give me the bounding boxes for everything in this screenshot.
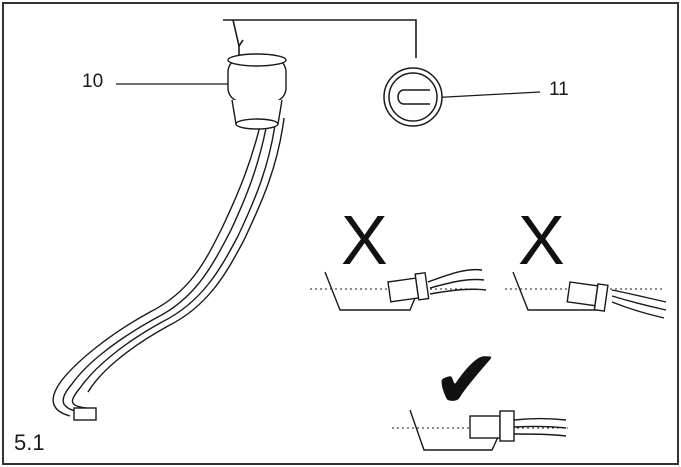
sensor-probe	[52, 53, 287, 421]
leader-line-11	[427, 91, 541, 99]
callout-label-10: 10	[82, 71, 104, 92]
correct-placement	[392, 409, 568, 451]
sensor-cap	[383, 67, 443, 127]
grouping-bracket	[223, 19, 417, 58]
wrong-placement-2	[505, 271, 667, 319]
wrong-mark-2: X	[518, 201, 565, 279]
figure-number: 5.1	[14, 430, 45, 455]
callout-label-11: 11	[549, 79, 569, 100]
wrong-placement-1	[310, 268, 487, 311]
wrong-mark-1: X	[341, 201, 388, 279]
check-mark-icon: ✔	[432, 333, 501, 428]
